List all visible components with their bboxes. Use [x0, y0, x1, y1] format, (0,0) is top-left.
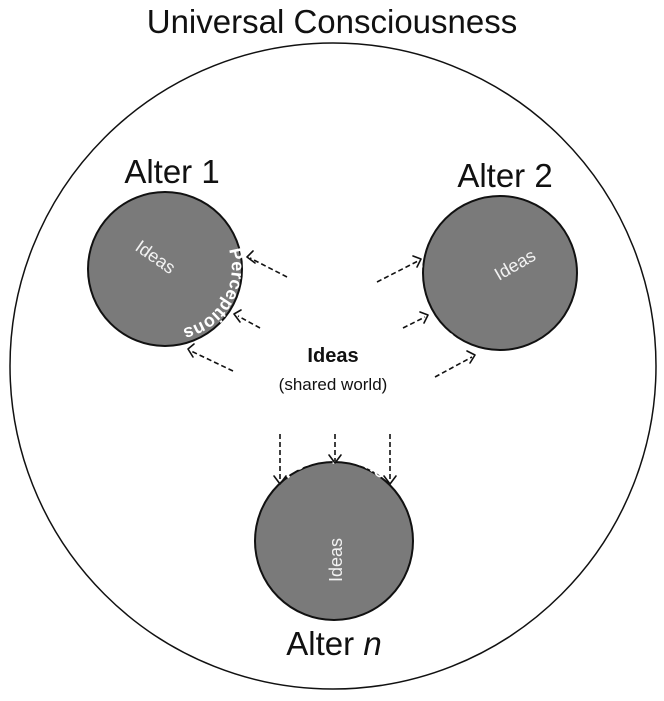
- shared-ideas-label: Ideas: [307, 345, 358, 367]
- arrow-a2-mid-head: [419, 311, 429, 324]
- alter-n-label: Alter n: [286, 625, 381, 662]
- arrow-a1-top: [249, 257, 288, 278]
- shared-world-sublabel: (shared world): [279, 375, 388, 394]
- alter-1-group: Alter 1 Ideas Perceptions: [87, 153, 248, 347]
- arrow-a1-mid: [237, 315, 261, 329]
- arrows-to-alter-n: [273, 434, 397, 485]
- arrow-an-mid-head: [328, 454, 342, 464]
- arrow-a2-bottom: [434, 356, 473, 378]
- alter-2-group: Alter 2 Ideas Perceptions: [403, 157, 578, 351]
- alter-2-circle: [422, 195, 578, 351]
- arrow-a2-top-head: [412, 255, 422, 268]
- alter-n-label-prefix: Alter: [286, 625, 363, 662]
- arrow-an-right-head: [383, 475, 397, 485]
- alter-n-label-italic: n: [363, 625, 381, 662]
- alter-1-label: Alter 1: [124, 153, 219, 190]
- alter-2-label: Alter 2: [457, 157, 552, 194]
- diagram-title: Universal Consciousness: [147, 3, 518, 40]
- arrow-a2-mid: [402, 316, 426, 329]
- universal-consciousness-circle: [9, 42, 657, 690]
- arrow-a1-top-head: [246, 250, 256, 264]
- arrow-a1-bottom-head: [187, 343, 195, 358]
- arrows-to-alter-1: [187, 250, 288, 372]
- arrow-an-left-head: [273, 475, 287, 485]
- arrow-a1-mid-head: [233, 309, 242, 323]
- alter-n-ideas-label: Ideas: [326, 538, 346, 582]
- arrows-to-alter-2: [376, 255, 476, 378]
- arrow-a1-bottom: [190, 350, 234, 372]
- arrow-a2-bottom-head: [466, 350, 476, 364]
- alter-1-circle: [87, 191, 243, 347]
